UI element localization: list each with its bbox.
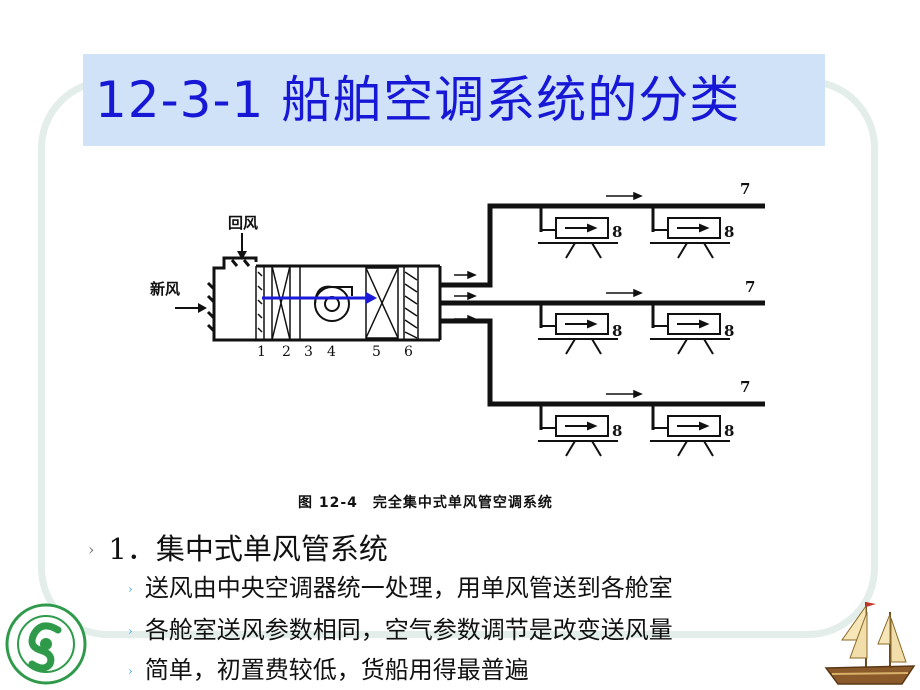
sub-bullet-text: 简单，初置费较低，货船用得最普遍 bbox=[144, 656, 529, 684]
title-background bbox=[83, 54, 825, 146]
terminal-number: 8 bbox=[724, 422, 734, 440]
outlet-number: 7 bbox=[740, 378, 750, 396]
terminal-number: 8 bbox=[612, 223, 622, 241]
return-air-label: 回风 bbox=[228, 214, 258, 232]
terminal-number: 8 bbox=[724, 223, 734, 241]
filter-section bbox=[255, 266, 265, 340]
terminal-number: 8 bbox=[724, 322, 734, 340]
component-number: 3 bbox=[304, 344, 313, 360]
diagram-caption: 图 12-4 完全集中式单风管空调系统 bbox=[298, 495, 553, 511]
component-number: 4 bbox=[327, 344, 336, 360]
sub-bullet: › 简单，初置费较低，货船用得最普遍 bbox=[128, 650, 529, 685]
sub-bullet-text: 各舱室送风参数相同，空气参数调节是改变送风量 bbox=[144, 616, 673, 644]
bullet-main-text: 1．集中式单风管系统 bbox=[108, 532, 388, 566]
terminal-units bbox=[538, 217, 730, 457]
component-number: 6 bbox=[404, 344, 413, 360]
sub-bullet-arrow-icon: › bbox=[128, 582, 133, 596]
outlet-number: 7 bbox=[745, 278, 755, 296]
humidifier-section bbox=[365, 267, 399, 339]
sub-bullet: › 送风由中央空调器统一处理，用单风管送到各舱室 bbox=[128, 568, 673, 603]
slide-title: 12-3-1 船舶空调系统的分类 bbox=[95, 71, 741, 129]
duct-network bbox=[440, 203, 765, 407]
sub-bullet: › 各舱室送风参数相同，空气参数调节是改变送风量 bbox=[128, 610, 673, 645]
component-number: 1 bbox=[257, 344, 266, 360]
terminal-number: 8 bbox=[612, 422, 622, 440]
component-number: 5 bbox=[372, 344, 381, 360]
coil-section bbox=[271, 265, 291, 341]
bullet-main: › 1．集中式单风管系统 bbox=[88, 526, 388, 568]
fan-icon bbox=[314, 285, 353, 322]
sub-bullet-arrow-icon: › bbox=[128, 664, 133, 678]
component-number: 2 bbox=[282, 344, 291, 360]
fresh-air-label: 新风 bbox=[150, 280, 180, 298]
sub-bullet-text: 送风由中央空调器统一处理，用单风管送到各舱室 bbox=[144, 574, 673, 602]
sub-bullet-arrow-icon: › bbox=[128, 624, 133, 638]
outlet-number: 7 bbox=[740, 180, 750, 198]
terminal-number: 8 bbox=[612, 322, 622, 340]
university-logo-icon bbox=[5, 603, 87, 685]
bullet-arrow-icon: › bbox=[88, 540, 95, 559]
sailing-ship-icon bbox=[824, 602, 916, 685]
eliminator-section bbox=[403, 266, 419, 340]
